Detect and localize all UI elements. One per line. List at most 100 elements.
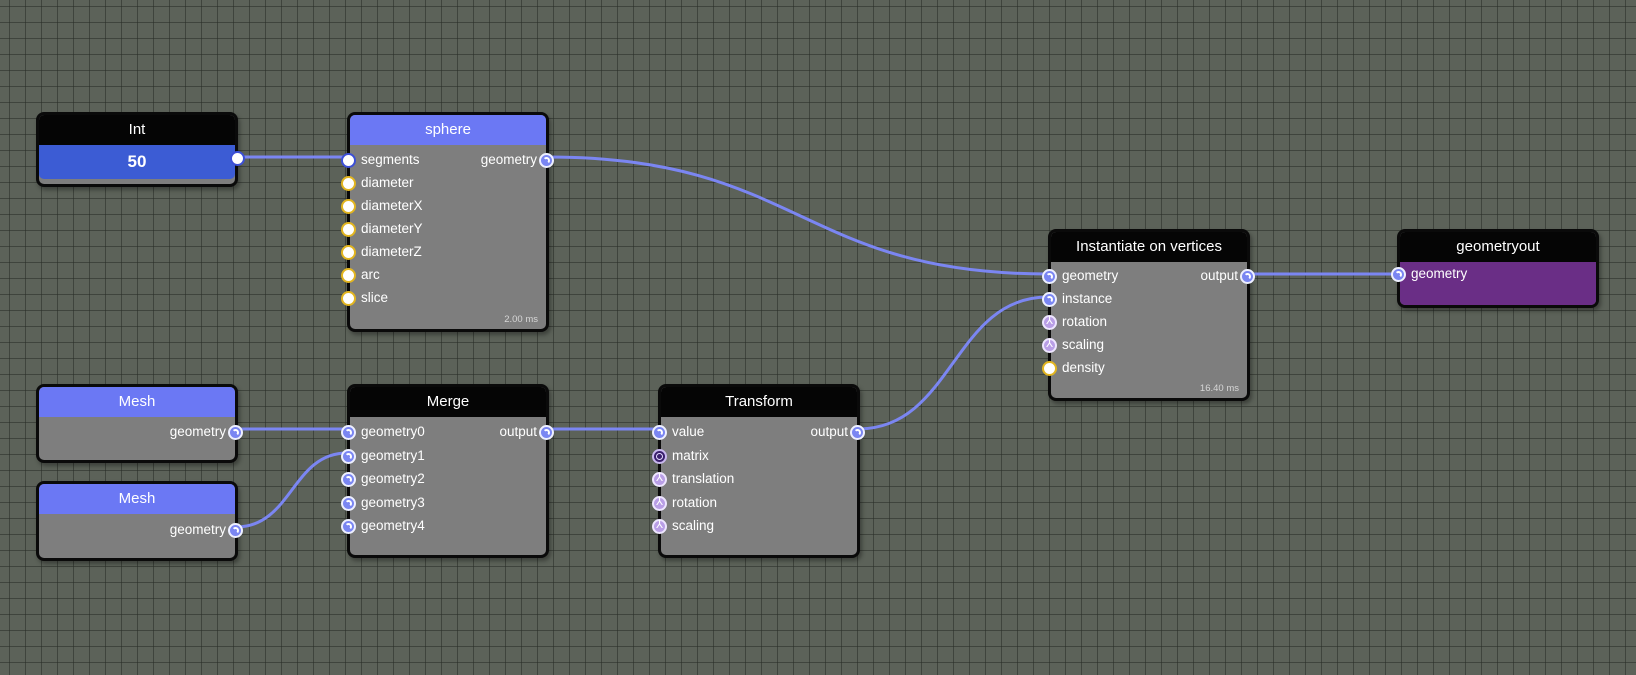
segments-port[interactable] (341, 152, 356, 168)
mesh-output-geometry: geometry (170, 421, 243, 443)
geometry-output-port[interactable] (539, 152, 554, 168)
sphere-node-title[interactable]: sphere (350, 115, 546, 145)
geometry4-port[interactable] (341, 518, 356, 534)
rotation-port[interactable] (1042, 313, 1057, 330)
merge-input-geometry1: geometry1 (341, 445, 425, 467)
sphere-input-diameter: diameter (341, 172, 414, 194)
int-value-field[interactable]: 50 (39, 145, 235, 179)
port-label: geometry (480, 152, 537, 167)
port-label: value (672, 424, 705, 439)
port-label: matrix (672, 448, 709, 463)
mesh-node-title[interactable]: Mesh (39, 484, 235, 514)
port-label: output (499, 424, 537, 439)
instantiate-input-rotation: rotation (1042, 311, 1108, 333)
geometry-output-port[interactable] (228, 424, 243, 440)
geometry-port[interactable] (1042, 268, 1057, 284)
int-output-port[interactable] (230, 151, 245, 166)
matrix-port[interactable] (652, 448, 667, 464)
diametery-port[interactable] (341, 221, 356, 237)
output-port[interactable] (850, 424, 865, 440)
geometryout-node[interactable]: geometryout geometry (1391, 229, 1599, 308)
translation-port[interactable] (652, 470, 667, 487)
arc-port[interactable] (341, 267, 356, 283)
diameterz-port[interactable] (341, 244, 356, 260)
geometry2-port[interactable] (341, 471, 356, 487)
wire-mesh2-to-merge-geometry1 (235, 451, 348, 529)
port-label: slice (361, 290, 389, 305)
scaling-port[interactable] (1042, 336, 1057, 353)
port-label: geometry4 (361, 518, 425, 533)
merge-input-geometry2: geometry2 (341, 468, 425, 490)
output-port[interactable] (539, 424, 554, 440)
port-label: geometry (1411, 266, 1468, 281)
instantiate-node-title[interactable]: Instantiate on vertices (1051, 232, 1247, 262)
execution-time: 16.40 ms (1199, 383, 1239, 394)
int-node-title[interactable]: Int (39, 115, 235, 145)
int-node[interactable]: Int 50 (36, 112, 245, 187)
port-label: rotation (672, 495, 718, 510)
port-label: scaling (672, 518, 715, 533)
geometry-output-port[interactable] (228, 522, 243, 538)
diameter-port[interactable] (341, 175, 356, 191)
mesh-output-geometry: geometry (170, 519, 243, 541)
transform-node[interactable]: Transform value matrix translation rotat… (652, 384, 865, 558)
geometryout-body: geometry (1391, 262, 1596, 305)
mesh-node-title[interactable]: Mesh (39, 387, 235, 417)
value-port[interactable] (652, 424, 667, 440)
mesh-node-1[interactable]: Mesh geometry (36, 384, 243, 463)
port-label: arc (361, 267, 380, 282)
sphere-input-arc: arc (341, 264, 380, 286)
diameterx-port[interactable] (341, 198, 356, 214)
instantiate-input-instance: instance (1042, 288, 1112, 310)
sphere-input-slice: slice (341, 287, 389, 309)
density-port[interactable] (1042, 360, 1057, 376)
transform-input-scaling: scaling (652, 515, 715, 537)
merge-input-geometry4: geometry4 (341, 515, 425, 537)
port-label: diameterY (361, 221, 423, 236)
instantiate-input-geometry: geometry (1042, 265, 1118, 287)
transform-input-matrix: matrix (652, 445, 709, 467)
sphere-input-diameterx: diameterX (341, 195, 423, 217)
port-label: scaling (1062, 337, 1105, 352)
instance-port[interactable] (1042, 291, 1057, 307)
port-label: geometry1 (361, 448, 425, 463)
rotation-port[interactable] (652, 494, 667, 511)
port-label: output (810, 424, 848, 439)
port-label: diameterX (361, 198, 423, 213)
sphere-output-geometry: geometry (480, 149, 554, 171)
port-label: diameter (361, 175, 414, 190)
port-label: geometry2 (361, 471, 425, 486)
port-label: density (1062, 360, 1105, 375)
merge-node-title[interactable]: Merge (350, 387, 546, 417)
wire-sphere-to-instantiate-geometry (547, 155, 1049, 276)
sphere-input-segments: segments (341, 149, 420, 171)
geometryout-node-title[interactable]: geometryout (1400, 232, 1596, 262)
slice-port[interactable] (341, 290, 356, 306)
transform-input-value: value (652, 421, 705, 443)
geometry0-port[interactable] (341, 424, 356, 440)
transform-input-translation: translation (652, 468, 735, 490)
port-label: geometry0 (361, 424, 425, 439)
instantiate-on-vertices-node[interactable]: Instantiate on vertices geometry instanc… (1042, 229, 1255, 401)
scaling-port[interactable] (652, 517, 667, 534)
port-label: translation (672, 471, 735, 486)
merge-input-geometry3: geometry3 (341, 492, 425, 514)
instantiate-input-scaling: scaling (1042, 334, 1105, 356)
mesh-node-2[interactable]: Mesh geometry (36, 481, 243, 561)
geometry1-port[interactable] (341, 448, 356, 464)
transform-input-rotation: rotation (652, 492, 718, 514)
geometry-port[interactable] (1391, 266, 1406, 282)
transform-node-title[interactable]: Transform (661, 387, 857, 417)
merge-node[interactable]: Merge geometry0 geometry1 geometry2 geom… (341, 384, 554, 558)
geometry3-port[interactable] (341, 495, 356, 511)
port-label: rotation (1062, 314, 1108, 329)
sphere-node[interactable]: sphere segments diameter diameterX diame… (341, 112, 554, 332)
instantiate-output: output (1200, 265, 1255, 287)
sphere-input-diameterz: diameterZ (341, 241, 422, 263)
output-port[interactable] (1240, 268, 1255, 284)
merge-output: output (499, 421, 554, 443)
geometryout-input-geometry: geometry (1391, 263, 1468, 285)
merge-input-geometry0: geometry0 (341, 421, 425, 443)
